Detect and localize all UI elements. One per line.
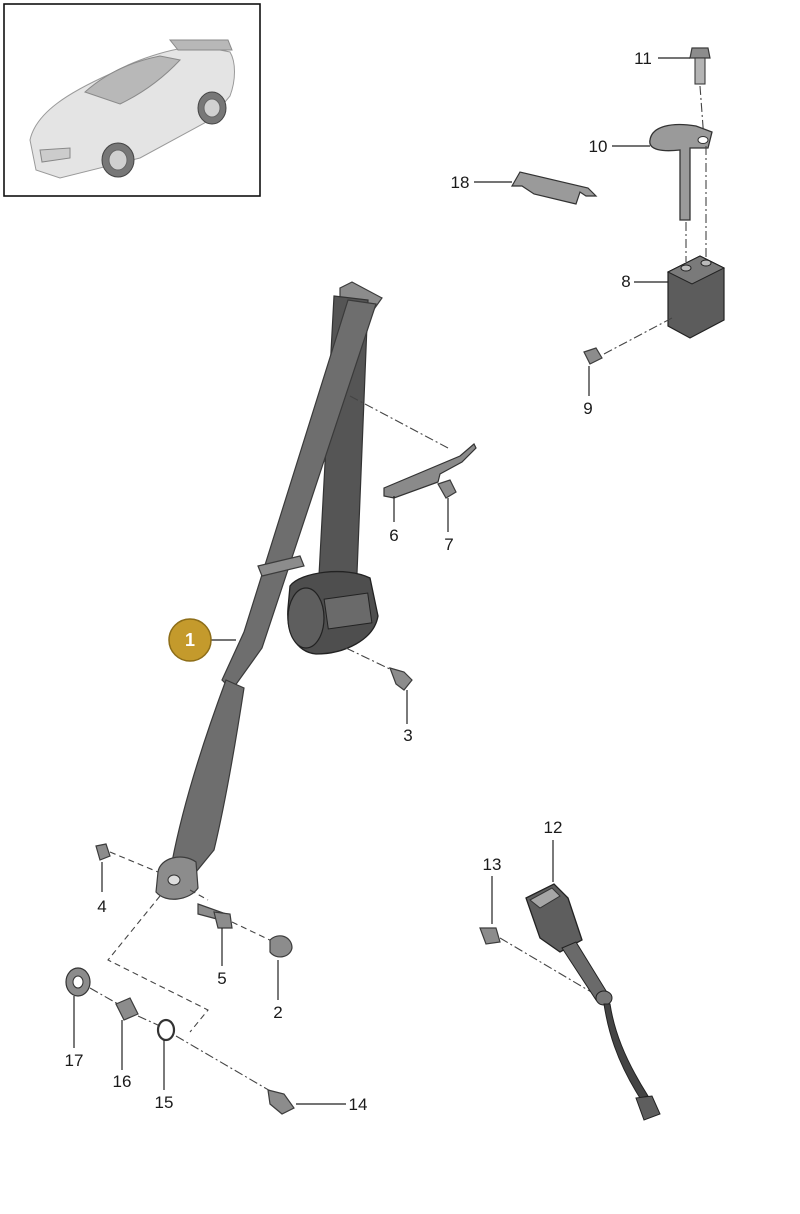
callout-1-badge[interactable]: 1 [168,618,212,662]
callout-9-label[interactable]: 9 [583,399,592,418]
sports-car-thumbnail-icon [29,39,235,179]
part-16-spacer [115,997,139,1021]
part-4-bush [95,843,111,861]
callout-13-label[interactable]: 13 [483,855,502,874]
callout-8-label[interactable]: 8 [621,272,630,291]
part-1-belt-assembly [155,281,383,900]
dash-17 [89,987,119,1005]
dash-16 [137,1015,161,1027]
badge-circle [168,618,212,662]
callout-4-label[interactable]: 4 [97,897,106,916]
callout-16-label[interactable]: 16 [113,1072,132,1091]
part-11-bolt [689,47,711,85]
callout-7-label[interactable]: 7 [444,535,453,554]
callout-10-label[interactable]: 10 [589,137,608,156]
part-13-screw [479,927,501,945]
callout-14-label[interactable]: 14 [349,1095,368,1114]
dash-triangle [107,895,209,1033]
callout-12-label[interactable]: 12 [544,818,563,837]
part-2-cap [269,935,293,958]
dash-6 [349,395,449,449]
callout-18-label[interactable]: 18 [451,173,470,192]
part-17-washer [65,967,91,997]
callout-11-label[interactable]: 11 [634,49,652,68]
dash-3 [345,647,397,673]
dash-15 [175,1035,273,1093]
part-10-bracket [649,123,713,221]
dash-9 [603,317,673,355]
part-5-bolt [197,903,233,929]
callout-1-text: 1 [185,630,195,650]
callout-5-label[interactable]: 5 [217,969,226,988]
callout-6-label[interactable]: 6 [389,526,398,545]
part-3-bolt [389,667,413,691]
part-14-bolt [267,1089,295,1115]
dash-13 [499,937,599,997]
dash-5 [189,889,209,901]
dash-2 [231,921,275,943]
car-thumbnail [3,3,261,197]
part-12-buckle [525,883,661,1121]
part-9-screw [583,347,603,365]
part-18-clip [510,171,598,205]
callout-2-label[interactable]: 2 [273,1003,282,1022]
callout-15-label[interactable]: 15 [155,1093,174,1112]
part-8-module [666,255,726,339]
part-6-guide [383,443,477,499]
part-7-nut [437,479,457,499]
part-15-ring [156,1018,176,1042]
dash-4 [109,851,159,873]
callout-17-label[interactable]: 17 [65,1051,84,1070]
callout-3-label[interactable]: 3 [403,726,412,745]
